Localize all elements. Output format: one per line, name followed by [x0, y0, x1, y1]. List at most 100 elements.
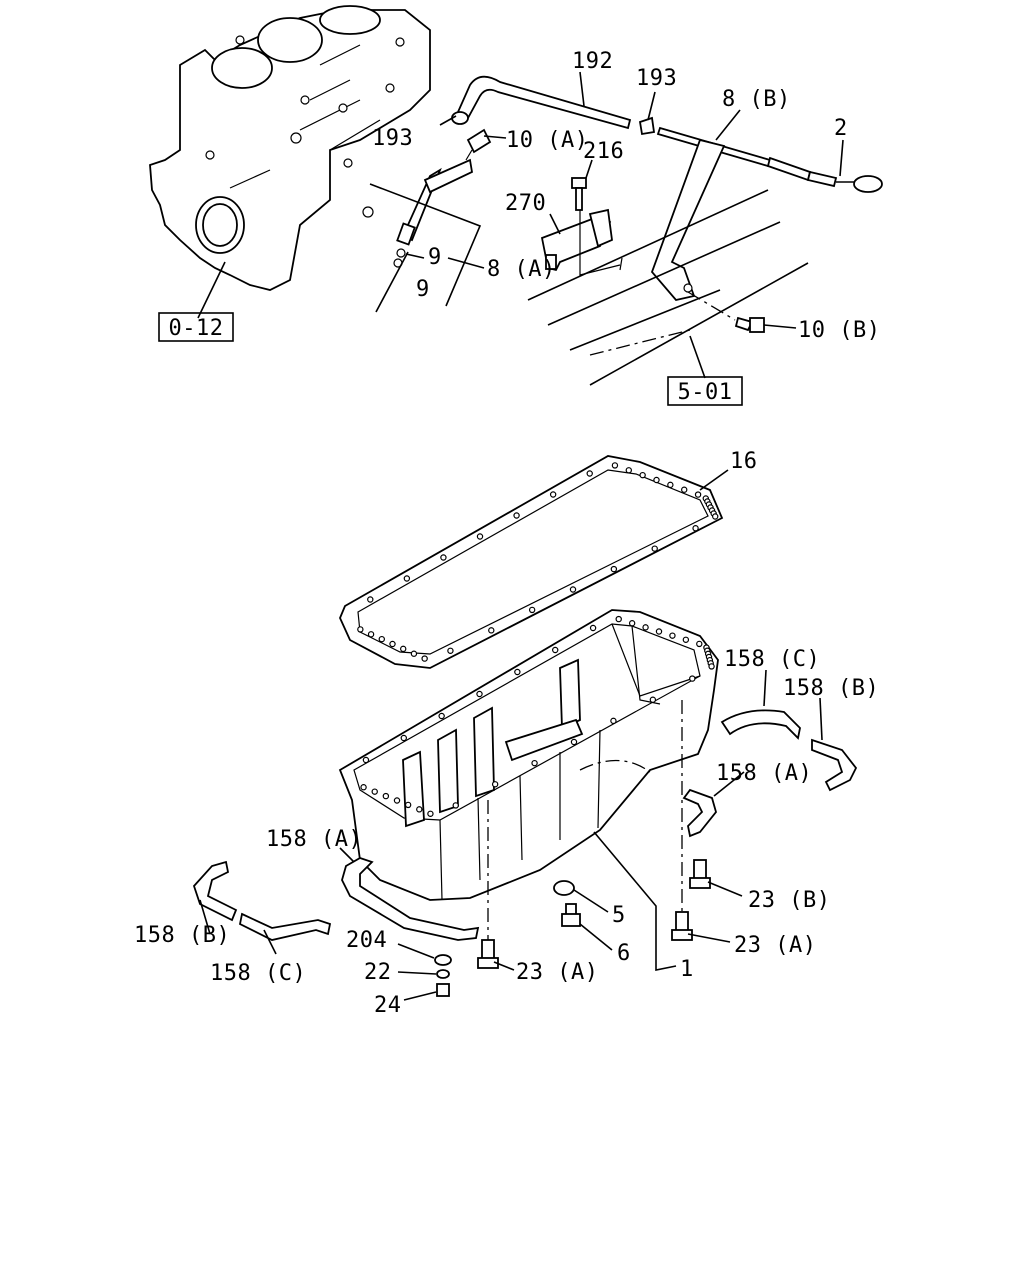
- bolt-hole: [552, 646, 559, 654]
- callout-23a-right: 23 (A): [734, 933, 816, 958]
- bolt-hole: [400, 734, 407, 742]
- seal-158a-right-icon: [682, 788, 717, 838]
- callout-193-right: 193: [636, 66, 677, 91]
- oil-pan-icon: [338, 609, 719, 901]
- drain-washer-icon: [553, 880, 575, 896]
- bolt-hole: [367, 596, 374, 603]
- bolt-icon: [477, 939, 499, 969]
- bolt-hole: [653, 476, 660, 484]
- callout-8b: 8 (B): [722, 87, 791, 112]
- gasket-bolt-holes: [357, 462, 719, 662]
- bolt-hole: [393, 797, 401, 804]
- bolt-hole: [696, 640, 703, 648]
- seal-158b-left-icon: [192, 860, 238, 922]
- callout-158a-left: 158 (A): [266, 827, 362, 852]
- bolt-hole: [382, 792, 390, 800]
- seal-158c-left-icon: [238, 912, 332, 941]
- bolt-hole: [476, 533, 484, 540]
- bolt-hole: [440, 554, 447, 561]
- bolt-hole: [628, 620, 636, 627]
- bolt-hole: [625, 467, 632, 474]
- callout-2: 2: [834, 116, 848, 141]
- bolt-hole: [378, 635, 385, 643]
- seal-158b-right-icon: [811, 738, 858, 792]
- bolt-hole: [667, 481, 674, 489]
- bolt-hole: [615, 615, 622, 623]
- bolt-icon: [689, 859, 711, 889]
- bolt-hole: [694, 491, 702, 498]
- bolt-hole: [360, 784, 367, 791]
- bolt-hole: [569, 586, 577, 593]
- engine-block-reference-label: 0-12: [169, 316, 224, 341]
- bolt-hole: [389, 640, 396, 648]
- callout-24: 24: [374, 993, 402, 1018]
- callout-270: 270: [505, 191, 546, 216]
- callout-216: 216: [583, 139, 624, 164]
- bolt-hole: [447, 647, 454, 654]
- washer-icon: [436, 969, 450, 979]
- bolt-hole: [655, 628, 663, 635]
- bolt-icon: [734, 316, 765, 333]
- callout-158b-right: 158 (B): [783, 676, 879, 701]
- callout-23a-left: 23 (A): [516, 960, 598, 985]
- callout-10b: 10 (B): [798, 318, 880, 343]
- bolt-hole: [712, 513, 719, 520]
- callout-9-bottom: 9: [416, 277, 430, 302]
- bolt-hole: [528, 606, 536, 614]
- callout-193-left: 193: [372, 126, 413, 151]
- bolt-hole: [651, 545, 658, 552]
- engine-block-reference-box[interactable]: 0-12: [158, 312, 234, 342]
- bolt-hole: [427, 810, 434, 817]
- drain-plug-icon: [561, 903, 581, 927]
- callout-204: 204: [346, 928, 387, 953]
- bolt-hole: [692, 525, 699, 532]
- seal-158c-right-icon: [720, 709, 801, 740]
- bolt-hole: [367, 631, 375, 638]
- leader-lines: [199, 71, 844, 1001]
- callout-6: 6: [617, 941, 631, 966]
- nut-icon: [436, 983, 450, 997]
- callout-158a-right: 158 (A): [716, 761, 812, 786]
- callout-5: 5: [612, 903, 626, 928]
- bolt-hole: [371, 788, 378, 795]
- bolt-hole: [610, 565, 618, 573]
- bolt-hole: [452, 802, 459, 809]
- bolt-hole: [362, 756, 370, 764]
- callout-10a: 10 (A): [506, 128, 588, 153]
- bolt-hole: [410, 650, 418, 657]
- bolt-hole: [689, 675, 696, 682]
- bolt-hole: [357, 626, 364, 633]
- callout-158c-left: 158 (C): [210, 961, 306, 986]
- callout-22: 22: [364, 960, 392, 985]
- bolt-hole: [639, 471, 646, 479]
- bolt-hole: [400, 645, 407, 653]
- bolt-hole: [708, 663, 715, 670]
- bolt-hole: [681, 486, 688, 493]
- bolt-hole: [610, 717, 617, 725]
- callout-192: 192: [572, 49, 613, 74]
- seal-158a-left-icon: [341, 857, 480, 941]
- washer-icon: [434, 954, 452, 966]
- bracket-icon: [540, 208, 613, 272]
- bolt-hole: [491, 781, 499, 788]
- callout-158b-left: 158 (B): [134, 923, 230, 948]
- bolt-hole: [438, 712, 445, 720]
- bolt-icon: [571, 177, 587, 211]
- bolt-hole: [476, 690, 483, 698]
- bolt-hole: [669, 632, 676, 639]
- bolt-hole: [642, 624, 649, 631]
- frame-reference-box[interactable]: 5-01: [667, 376, 743, 406]
- gasket-icon: [339, 455, 724, 669]
- bolt-hole: [404, 801, 412, 809]
- callout-158c-right: 158 (C): [724, 647, 820, 672]
- bolt-hole: [403, 575, 411, 582]
- bolt-hole: [549, 491, 557, 498]
- bolt-hole: [416, 806, 423, 813]
- bolt-hole: [514, 668, 521, 676]
- callout-9-top: 9: [428, 245, 442, 270]
- oil-pan-bolt-holes: [360, 615, 715, 817]
- bolt-hole: [611, 462, 619, 469]
- bolt-hole: [421, 655, 428, 662]
- callout-8a: 8 (A): [487, 257, 556, 282]
